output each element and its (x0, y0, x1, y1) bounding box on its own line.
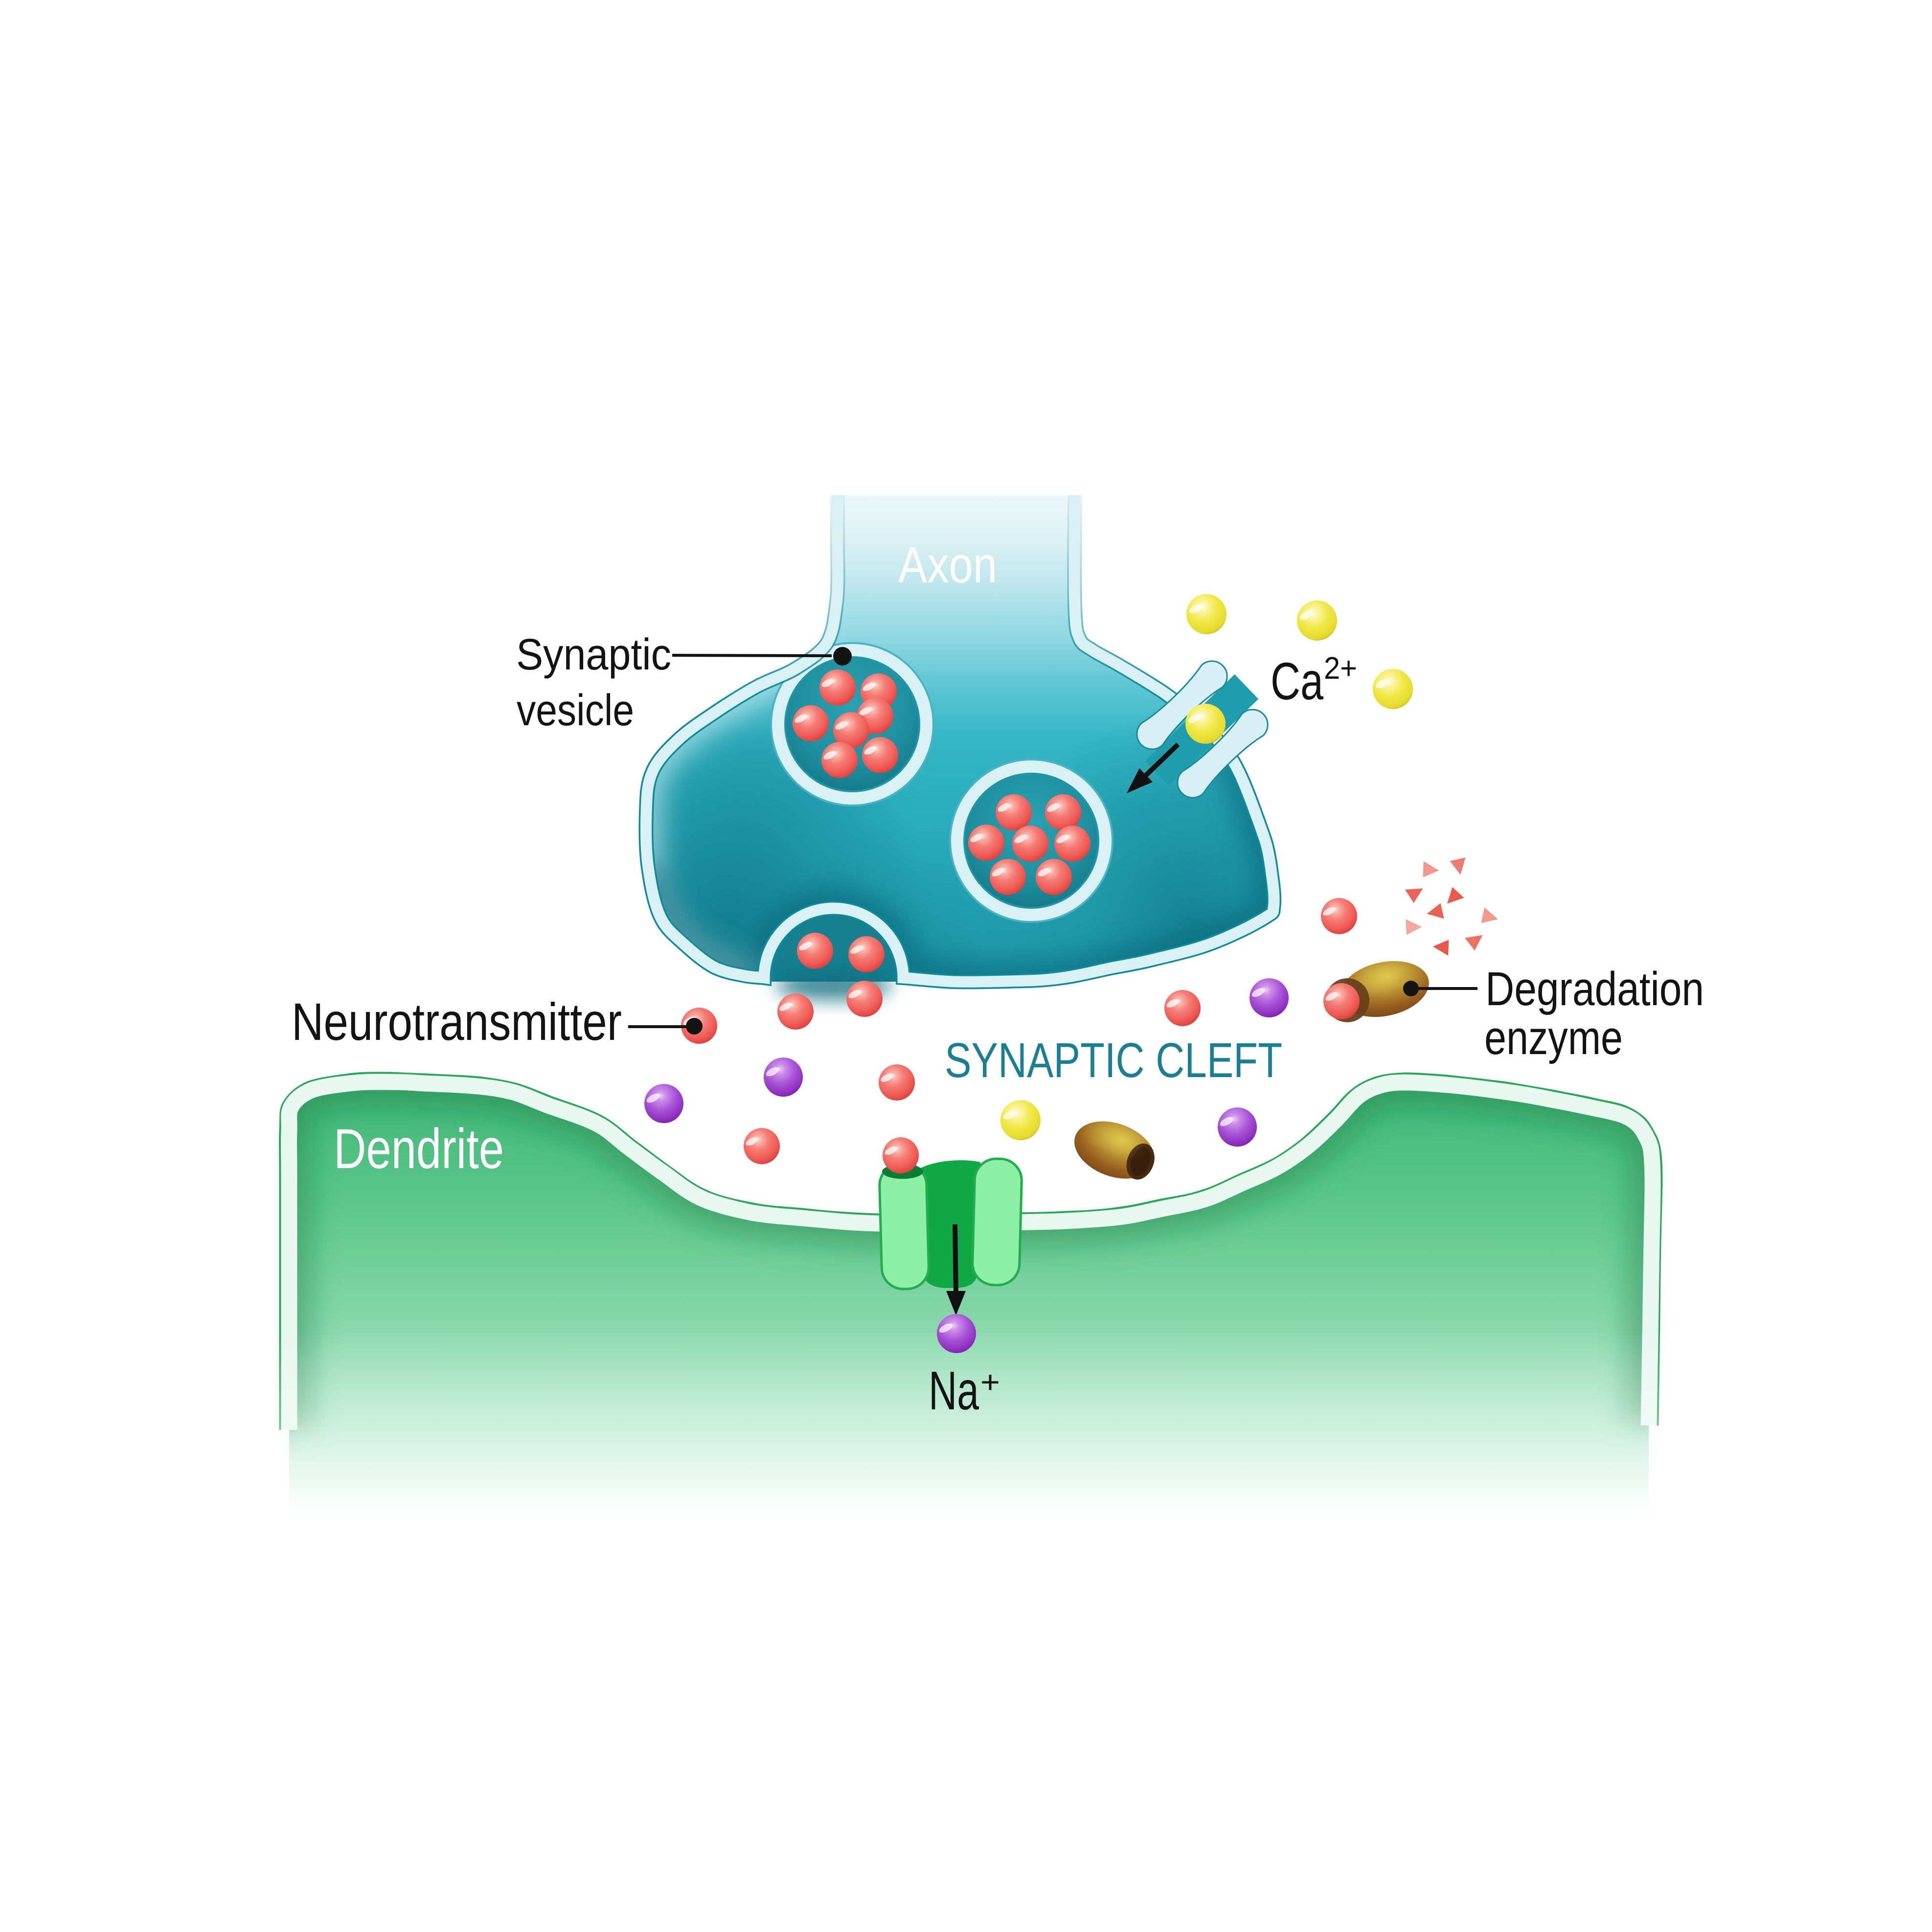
svg-text:Dendrite: Dendrite (334, 1118, 504, 1180)
svg-text:Synaptic: Synaptic (516, 630, 671, 679)
svg-text:Neurotransmitter: Neurotransmitter (292, 992, 622, 1051)
svg-text:+: + (980, 1364, 1000, 1400)
svg-text:SYNAPTIC CLEFT: SYNAPTIC CLEFT (945, 1033, 1282, 1088)
svg-text:Degradation: Degradation (1485, 962, 1704, 1015)
svg-text:vesicle: vesicle (517, 686, 634, 735)
svg-text:Na: Na (929, 1360, 979, 1421)
svg-text:2+: 2+ (1324, 650, 1357, 686)
svg-text:enzyme: enzyme (1484, 1011, 1623, 1064)
svg-text:Ca: Ca (1271, 651, 1324, 711)
svg-text:Axon: Axon (898, 537, 997, 594)
